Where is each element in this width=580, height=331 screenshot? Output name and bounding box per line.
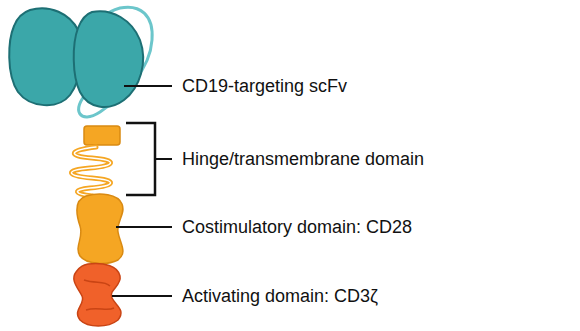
- transmembrane-helix-core: [71, 147, 110, 196]
- transmembrane-helix: [71, 147, 110, 196]
- part-label: Activating domain: CD3ζ: [182, 287, 378, 305]
- leader-line: [112, 295, 172, 297]
- cd3z-domain: [74, 264, 121, 327]
- leader-line: [155, 158, 172, 160]
- scfv-lobe: [9, 8, 82, 105]
- part-label: Costimulatory domain: CD28: [182, 218, 412, 236]
- leader-line: [124, 85, 172, 87]
- part-label: CD19-targeting scFv: [182, 77, 347, 95]
- leader-line: [116, 226, 172, 228]
- hinge-block: [84, 126, 120, 145]
- cd28-domain: [77, 194, 123, 263]
- part-label: Hinge/transmembrane domain: [182, 150, 424, 168]
- scfv-lobe: [74, 11, 143, 107]
- cd3z-fold: [84, 280, 114, 310]
- bracket: [126, 123, 155, 195]
